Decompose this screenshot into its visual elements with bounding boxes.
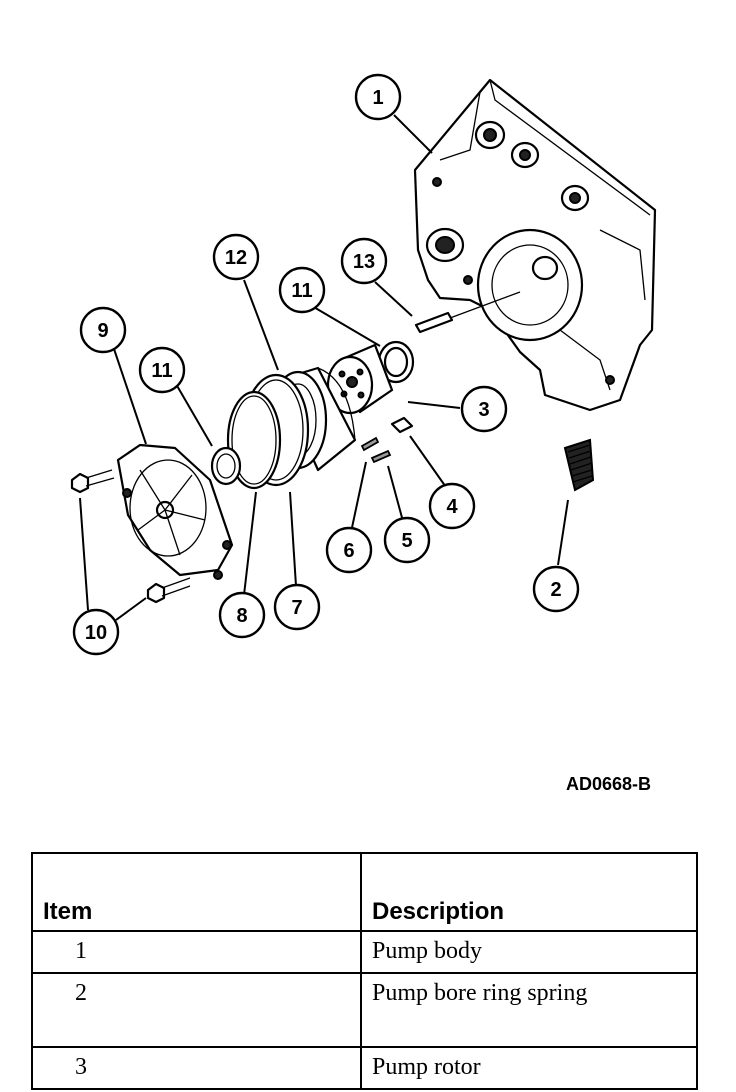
callout-12: 12 [212, 233, 260, 281]
figure-code: AD0668-B [566, 774, 652, 794]
parts-table: Item Description 1 Pump body 2 Pump bore… [31, 852, 698, 1090]
pump-bore-ring-spring-part [563, 438, 595, 492]
callout-13: 13 [340, 237, 388, 285]
pin-part [414, 291, 521, 334]
svg-text:4: 4 [446, 496, 458, 518]
callout-8: 8 [218, 591, 266, 639]
svg-text:1: 1 [372, 87, 383, 109]
table-header-row: Item Description [31, 852, 698, 932]
svg-text:8: 8 [236, 605, 247, 627]
svg-text:3: 3 [478, 399, 489, 421]
callout-9: 9 [79, 306, 127, 354]
description-column-header: Description [360, 852, 698, 932]
callout-10: 10 [72, 608, 120, 656]
callout-2: 2 [532, 565, 580, 613]
item-description: Pump rotor [360, 1046, 698, 1090]
item-number: 1 [31, 930, 362, 974]
callout-4: 4 [428, 482, 476, 530]
svg-text:7: 7 [291, 597, 302, 619]
svg-text:12: 12 [225, 247, 247, 269]
item-number: 3 [31, 1046, 362, 1090]
callout-6: 6 [325, 526, 373, 574]
callout-3: 3 [460, 385, 508, 433]
item-number: 2 [31, 972, 362, 1048]
vane-ring-part [370, 449, 392, 464]
callout-11-lower: 11 [138, 346, 186, 394]
table-row: 3 Pump rotor [31, 1046, 698, 1090]
item-description: Pump bore ring spring [360, 972, 698, 1048]
table-row: 1 Pump body [31, 930, 698, 974]
item-description: Pump body [360, 930, 698, 974]
svg-text:11: 11 [151, 360, 172, 382]
svg-text:10: 10 [85, 622, 107, 644]
item-column-header: Item [31, 852, 362, 932]
svg-text:6: 6 [343, 540, 354, 562]
callout-1: 1 [354, 73, 402, 121]
svg-text:13: 13 [353, 251, 375, 273]
callout-11-upper: 11 [278, 266, 326, 314]
svg-text:2: 2 [550, 579, 561, 601]
bolt-lower-part [146, 577, 191, 604]
pump-cover-part [116, 443, 234, 580]
pump-body-part [413, 78, 657, 412]
callout-5: 5 [383, 516, 431, 564]
seal-ring-lower-part [210, 446, 242, 486]
table-row: 2 Pump bore ring spring [31, 972, 698, 1048]
leader-lines [79, 114, 569, 621]
callout-7: 7 [273, 583, 321, 631]
svg-text:11: 11 [291, 280, 312, 302]
vane-part [390, 416, 414, 434]
svg-text:5: 5 [401, 530, 412, 552]
bolt-upper-part [70, 469, 115, 494]
spring-pin-part [360, 436, 380, 452]
exploded-pump-diagram: 1 2 3 4 5 6 7 8 9 10 11 11 12 13 [70, 73, 657, 656]
pump-rotor-part [326, 343, 394, 415]
svg-text:9: 9 [97, 320, 108, 342]
